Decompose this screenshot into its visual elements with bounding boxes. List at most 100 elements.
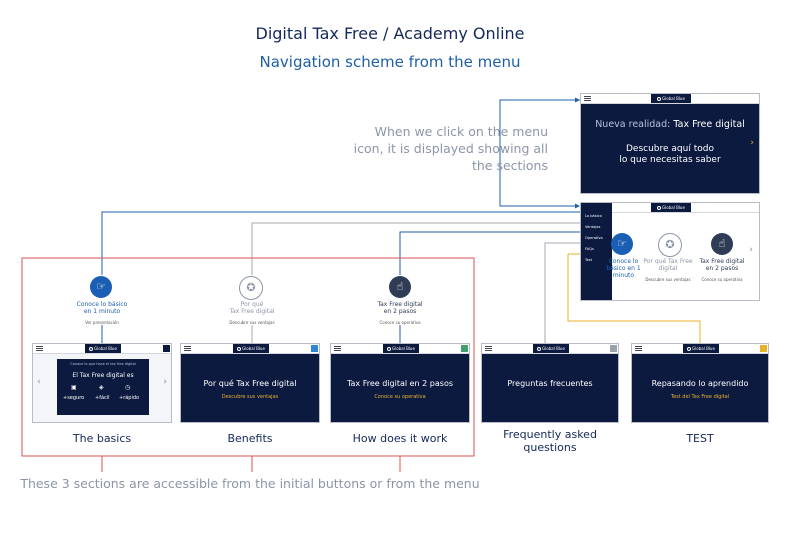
button-basics-title[interactable]: Conoce lo básico en 1 minuto — [72, 301, 132, 315]
basics-slide-headline: El Tax Free digital es — [72, 372, 134, 379]
test-screen: Global Blue Repasando lo aprendido Test … — [631, 343, 769, 423]
basics-item-1: +seguro — [63, 395, 85, 401]
screen-topbar: Global Blue — [632, 344, 768, 354]
brand-text: Global Blue — [242, 346, 265, 351]
how-screen-title: Tax Free digital en 2 pasos — [346, 379, 454, 388]
next-arrow-icon[interactable]: › — [163, 377, 167, 387]
test-screen-title: Repasando lo aprendido — [651, 379, 749, 388]
button-how-title[interactable]: Tax Free digital en 2 pasos — [370, 301, 430, 315]
benefits-screen: Global Blue Por qué Tax Free digital Des… — [180, 343, 320, 423]
globe-icon — [387, 347, 392, 351]
hand-icon[interactable]: ☝ — [711, 233, 733, 255]
basics-item-2: +fácil — [95, 395, 110, 401]
hamburger-menu-icon[interactable] — [635, 346, 642, 351]
arrowhead-menu — [575, 203, 580, 209]
section-corner-icon[interactable] — [163, 345, 170, 352]
benefits-screen-sub[interactable]: Descubre sus ventajas — [221, 394, 279, 400]
button-benefits-title[interactable]: Por qué Tax Free digital — [222, 301, 282, 315]
next-arrow-icon[interactable]: › — [750, 138, 754, 148]
brand-text: Global Blue — [662, 96, 685, 101]
faq-screen-title: Preguntas frecuentes — [507, 379, 593, 388]
hamburger-menu-icon[interactable] — [184, 346, 191, 351]
home-headline-prefix: Nueva realidad: — [595, 119, 671, 130]
home-screen: Global Blue Nueva realidad: Tax Free dig… — [580, 93, 760, 194]
page-title: Digital Tax Free / Academy Online — [255, 24, 525, 43]
group-box — [21, 257, 475, 457]
menu-item-operation[interactable]: Operativa — [585, 236, 603, 240]
button-basics-line1: Conoce lo básico — [76, 301, 128, 308]
brand-text: Global Blue — [662, 205, 685, 210]
button-how-line2: en 2 pasos — [383, 308, 417, 315]
menu-btn-benefits-link[interactable]: Descubre sus ventajas — [645, 277, 691, 282]
brand-logo: Global Blue — [533, 344, 569, 353]
section-corner-icon[interactable] — [461, 345, 468, 352]
screen-topbar: Global Blue — [482, 344, 618, 354]
test-screen-sub[interactable]: Test del Tax Free digital — [670, 394, 730, 400]
menu-item-test[interactable]: Test — [585, 258, 593, 262]
how-screen-sub[interactable]: Conoce su operativa — [374, 394, 426, 400]
how-screen: Global Blue Tax Free digital en 2 pasos … — [330, 343, 470, 423]
basics-icon[interactable]: ☞ — [611, 233, 633, 255]
connector-faq — [544, 242, 583, 343]
menu-item-benefits[interactable]: Ventajas — [585, 225, 601, 229]
basics-slide-top: Conoce lo que hace el tax free digital — [70, 362, 136, 366]
button-benefits-link[interactable]: Descubre sus ventajas — [229, 320, 275, 325]
button-basics-link[interactable]: Ver presentación — [85, 320, 119, 325]
globe-icon — [657, 206, 662, 210]
globe-icon — [237, 347, 242, 351]
brand-text: Global Blue — [692, 346, 715, 351]
menu-note: When we click on the menu icon, it is di… — [353, 124, 548, 173]
menu-item-faq[interactable]: FAQs — [585, 247, 594, 251]
hamburger-menu-icon[interactable] — [334, 346, 341, 351]
lock-icon: ▣ — [71, 384, 77, 391]
basics-icon[interactable]: ☞ — [90, 276, 112, 298]
screen-topbar: Global Blue — [581, 203, 759, 213]
brand-logo: Global Blue — [233, 344, 269, 353]
brand-text: Global Blue — [94, 346, 117, 351]
section-corner-icon[interactable] — [760, 345, 767, 352]
award-icon[interactable]: ✪ — [658, 233, 682, 257]
faq-screen: Global Blue Preguntas frecuentes — [481, 343, 619, 423]
award-icon[interactable]: ✪ — [239, 276, 263, 300]
connector-basics — [101, 211, 583, 275]
home-line1: Descubre aquí todo — [626, 144, 714, 154]
globe-icon — [537, 347, 542, 351]
arrowhead-home — [575, 97, 580, 103]
globe-icon — [687, 347, 692, 351]
connector-test — [567, 254, 701, 343]
connector-home-to-menu — [499, 99, 580, 207]
section-corner-icon[interactable] — [311, 345, 318, 352]
screen-topbar: Global Blue — [181, 344, 319, 354]
hamburger-menu-icon[interactable] — [36, 346, 43, 351]
hamburger-menu-icon[interactable] — [485, 346, 492, 351]
connector-how — [399, 231, 583, 275]
globe-icon — [657, 97, 662, 101]
hand-icon[interactable]: ☝ — [389, 276, 411, 298]
next-arrow-icon[interactable]: › — [749, 245, 753, 255]
benefits-screen-title: Por qué Tax Free digital — [203, 379, 297, 388]
menu-btn-how-link[interactable]: Conoce su operativa — [701, 277, 743, 282]
section-corner-icon[interactable] — [610, 345, 617, 352]
label-faq-line1: Frequently asked — [503, 428, 597, 441]
brand-logo: Global Blue — [651, 203, 691, 212]
hamburger-menu-icon[interactable] — [584, 96, 591, 101]
menu-item-basics[interactable]: Lo básico — [585, 214, 602, 218]
basics-screen: Global Blue Conoce lo que hace el tax fr… — [32, 343, 172, 423]
prev-arrow-icon[interactable]: ‹ — [37, 377, 41, 387]
page-subtitle: Navigation scheme from the menu — [259, 53, 521, 71]
brand-logo: Global Blue — [651, 94, 691, 103]
click-icon: ◈ — [99, 384, 104, 391]
side-menu-items: Lo básico Ventajas Operativa FAQs Test — [585, 211, 603, 266]
menu-btn-benefits-title: Por qué Tax Free digital — [643, 258, 693, 272]
label-benefits: Benefits — [227, 432, 273, 445]
footer-note: These 3 sections are accessible from the… — [20, 476, 480, 491]
basics-slide: Conoce lo que hace el tax free digital E… — [57, 359, 149, 415]
brand-logo: Global Blue — [383, 344, 419, 353]
label-how: How does it work — [352, 432, 448, 445]
screen-topbar: Global Blue — [33, 344, 171, 354]
button-basics-line2: en 1 minuto — [83, 308, 121, 315]
button-benefits-line2: Tax Free digital — [229, 308, 275, 315]
button-how-link[interactable]: Conoce su operativa — [379, 320, 421, 325]
screen-topbar: Global Blue — [581, 94, 759, 104]
